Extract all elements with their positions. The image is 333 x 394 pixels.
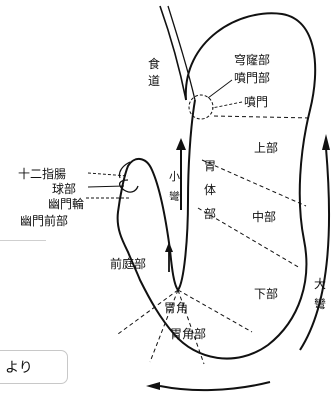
region-divider-lines xyxy=(117,115,313,365)
label-antrum: 前庭部 xyxy=(110,256,146,271)
label-leader-lines xyxy=(86,79,243,199)
greater-curvature-arrow xyxy=(299,134,331,351)
label-body-3: 部 xyxy=(204,206,216,221)
page-divider-line xyxy=(0,240,46,241)
duodenal-bulb-wall xyxy=(118,161,131,179)
label-greater-curvature-1: 大 xyxy=(314,277,326,291)
lesser-curvature-arrow xyxy=(176,138,186,210)
label-body-1: 胃 xyxy=(204,159,216,173)
label-esophagus-1: 食 xyxy=(148,56,160,71)
label-angular-region: 胃角部 xyxy=(170,326,206,341)
esophagus-inner-wall xyxy=(167,5,196,101)
stomach-outline xyxy=(116,12,317,360)
small-up-arrow xyxy=(165,242,173,272)
label-pyloric-ring: 幽門輪 xyxy=(48,196,84,211)
label-cardia-area: 噴門部 xyxy=(234,70,270,85)
greater-curvature-bottom-arrow xyxy=(146,381,271,392)
label-esophagus-2: 道 xyxy=(148,74,160,88)
label-prepyloric: 幽門前部 xyxy=(20,213,68,228)
label-upper: 上部 xyxy=(254,140,278,155)
pyloric-ring-notch xyxy=(119,179,139,193)
label-fornix: 穹窿部 xyxy=(234,52,270,67)
esophagus-outer-wall xyxy=(159,5,187,101)
cardia-marker-circle xyxy=(188,94,214,120)
caption-text: より xyxy=(5,360,33,376)
label-middle: 中部 xyxy=(252,209,276,224)
label-body-2: 体 xyxy=(204,183,216,197)
label-lesser-curvature-1: 小 xyxy=(169,170,180,183)
label-greater-curvature-2: 彎 xyxy=(314,296,326,311)
label-lesser-curvature-2: 彎 xyxy=(169,189,180,203)
caption-box: より xyxy=(0,350,68,384)
label-angle: 胃角 xyxy=(164,301,188,315)
label-lower: 下部 xyxy=(254,286,278,301)
label-bulb: 球部 xyxy=(52,181,76,196)
label-duodenum: 十二指腸 xyxy=(18,166,66,181)
label-cardia: 噴門 xyxy=(244,95,268,109)
